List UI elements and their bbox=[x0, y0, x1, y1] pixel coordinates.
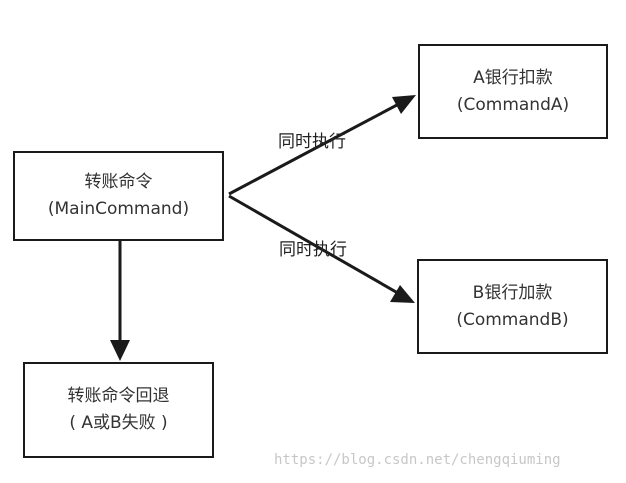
node-bank-a-subtitle: (CommandA) bbox=[456, 94, 570, 115]
arrowhead-rollback bbox=[110, 340, 130, 361]
node-main-command-title: 转账命令 bbox=[84, 172, 153, 192]
node-main-command-subtitle: (MainCommand) bbox=[47, 199, 190, 219]
arrowhead-bank-a bbox=[392, 95, 416, 114]
node-bank-a: A银行扣款 (CommandA) bbox=[418, 44, 608, 139]
node-main-command: 转账命令 (MainCommand) bbox=[13, 151, 224, 241]
node-bank-b-subtitle: (CommandB) bbox=[456, 309, 569, 330]
arrowhead-bank-b bbox=[390, 285, 415, 303]
node-bank-b-title: B银行加款 bbox=[472, 282, 553, 303]
node-rollback-title: 转账命令回退 bbox=[67, 386, 170, 406]
node-rollback: 转账命令回退 ( A或B失败 ) bbox=[23, 362, 214, 458]
edge-label-to-bank-b: 同时执行 bbox=[279, 240, 347, 260]
arrow-main-to-bank-a bbox=[228, 95, 413, 196]
arrow-main-to-bank-b bbox=[228, 194, 411, 302]
node-bank-b: B银行加款 (CommandB) bbox=[417, 259, 608, 354]
edge-label-to-bank-a: 同时执行 bbox=[278, 132, 346, 152]
node-rollback-subtitle: ( A或B失败 ) bbox=[69, 413, 168, 433]
watermark: https://blog.csdn.net/chengqiuming bbox=[274, 452, 561, 468]
node-bank-a-title: A银行扣款 bbox=[473, 67, 553, 88]
